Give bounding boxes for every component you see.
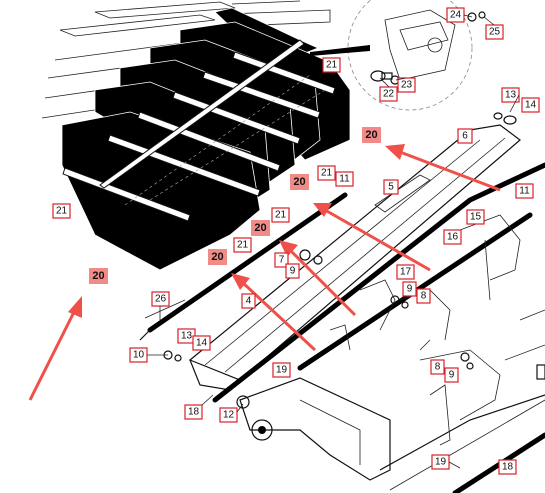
svg-text:9: 9 <box>290 266 296 277</box>
callout-label: 8 <box>416 288 431 304</box>
svg-text:23: 23 <box>401 80 413 91</box>
svg-text:9: 9 <box>449 370 455 381</box>
svg-text:20: 20 <box>92 270 104 282</box>
svg-text:18: 18 <box>502 462 514 473</box>
arrow-left <box>28 309 77 401</box>
callout-label: 21 <box>52 203 71 219</box>
svg-text:14: 14 <box>196 338 208 349</box>
callout-label: 20 <box>362 127 381 143</box>
callout-label: 7 <box>274 252 289 268</box>
callout-label: 8 <box>430 359 445 375</box>
svg-text:20: 20 <box>293 176 305 188</box>
svg-text:19: 19 <box>435 457 447 468</box>
arrow-mid-2 <box>288 248 357 317</box>
leader-lines <box>147 14 520 469</box>
svg-text:13: 13 <box>505 90 517 101</box>
callout-label: 23 <box>397 77 416 93</box>
svg-text:17: 17 <box>400 267 412 278</box>
svg-text:18: 18 <box>188 407 200 418</box>
arrow-mid-3 <box>240 280 317 352</box>
callout-label: 19 <box>272 362 291 378</box>
callout-label: 20 <box>89 268 108 284</box>
svg-text:19: 19 <box>276 365 288 376</box>
callout-labels: 24 25 22 23 21 13 14 20 6 21 11 20 5 11 … <box>52 7 540 475</box>
callout-label: 12 <box>219 407 238 423</box>
callout-label: 19 <box>431 454 450 470</box>
svg-text:10: 10 <box>133 350 145 361</box>
callout-label: 26 <box>151 291 170 307</box>
callout-label: 9 <box>285 263 300 279</box>
svg-text:21: 21 <box>56 206 68 217</box>
svg-text:26: 26 <box>155 294 167 305</box>
svg-text:8: 8 <box>421 291 427 302</box>
callout-label: 15 <box>466 209 485 225</box>
svg-text:22: 22 <box>383 89 395 100</box>
svg-text:4: 4 <box>246 296 252 307</box>
svg-text:21: 21 <box>237 240 249 251</box>
callout-label: 21 <box>233 237 252 253</box>
callout-label: 22 <box>379 86 398 102</box>
svg-text:5: 5 <box>388 182 394 193</box>
svg-text:8: 8 <box>435 362 441 373</box>
callout-label: 20 <box>208 249 227 265</box>
callout-label: 20 <box>290 174 309 190</box>
callout-label: 21 <box>271 207 290 223</box>
lower-frame <box>144 214 545 491</box>
svg-text:14: 14 <box>525 100 537 111</box>
callout-label: 21 <box>322 57 341 73</box>
svg-text:11: 11 <box>339 174 350 185</box>
arrow-mid-1 <box>324 208 431 272</box>
svg-text:7: 7 <box>279 255 285 266</box>
svg-text:16: 16 <box>447 232 459 243</box>
svg-text:15: 15 <box>470 212 482 223</box>
svg-text:24: 24 <box>450 10 462 21</box>
svg-text:12: 12 <box>223 410 235 421</box>
svg-text:20: 20 <box>365 129 377 141</box>
callout-label: 5 <box>383 179 399 195</box>
callout-label: 9 <box>402 281 417 297</box>
svg-text:20: 20 <box>211 251 223 263</box>
callout-label: 11 <box>515 183 534 199</box>
callout-label: 21 <box>317 165 336 181</box>
callout-label: 17 <box>396 264 415 280</box>
detail-circle <box>310 0 486 111</box>
callout-label: 14 <box>521 97 540 113</box>
svg-text:21: 21 <box>326 60 338 71</box>
svg-text:25: 25 <box>489 27 501 38</box>
callout-label: 10 <box>129 347 148 363</box>
callout-label: 4 <box>241 293 256 309</box>
callout-label: 18 <box>184 404 203 420</box>
svg-text:20: 20 <box>254 222 266 234</box>
callout-label: 6 <box>457 128 473 144</box>
svg-text:6: 6 <box>462 131 468 142</box>
callout-label: 24 <box>446 7 465 23</box>
svg-text:9: 9 <box>407 284 413 295</box>
arrow-top-right <box>399 150 501 192</box>
callout-label: 20 <box>251 220 270 236</box>
mounting-bars <box>62 39 336 222</box>
svg-text:21: 21 <box>321 168 333 179</box>
callout-label: 16 <box>443 229 462 245</box>
red-arrows <box>28 144 501 401</box>
callout-label: 18 <box>498 459 517 475</box>
svg-text:11: 11 <box>519 186 530 197</box>
callout-label: 9 <box>444 367 459 383</box>
callout-label: 25 <box>485 24 504 40</box>
callout-label: 14 <box>192 335 211 351</box>
svg-text:13: 13 <box>181 331 193 342</box>
callout-label: 11 <box>335 171 354 187</box>
svg-text:21: 21 <box>275 210 287 221</box>
